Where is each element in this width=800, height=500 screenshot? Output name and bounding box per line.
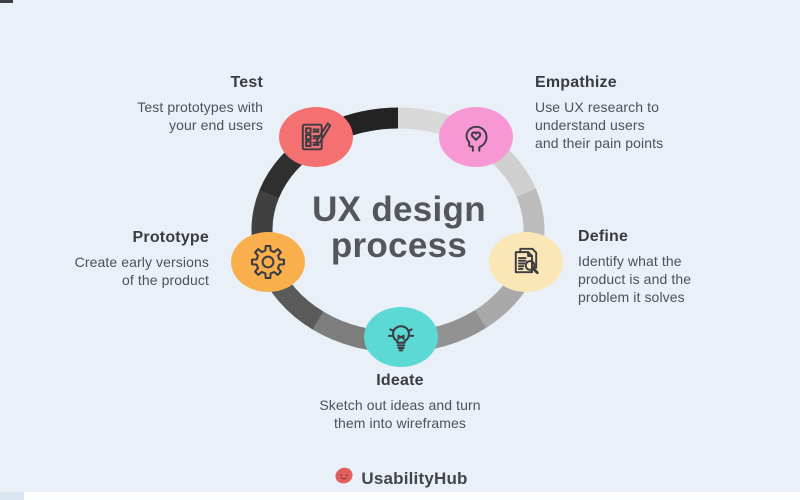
stage-circle-test	[279, 107, 353, 167]
stage-description-line: problem it solves	[578, 289, 685, 305]
stage-text-ideate: Ideate Sketch out ideas and turn them in…	[270, 372, 530, 432]
gear-icon	[249, 243, 287, 281]
stage-description-line: Create early versions	[74, 254, 209, 270]
stage-description-line: and their pain points	[535, 135, 664, 151]
stage-description-line: product is and the	[578, 271, 692, 287]
stage-text-define: Define Identify what the product is and …	[578, 228, 778, 306]
stage-circle-empathize	[439, 107, 513, 167]
usabilityhub-blob-icon	[332, 466, 355, 492]
stage-description-line: of the product	[121, 272, 209, 288]
stage-text-prototype: Prototype Create early versions of the p…	[9, 229, 209, 289]
checklist-pencil-icon	[298, 119, 334, 155]
stage-label-prototype: Prototype	[132, 229, 209, 246]
logo-text: UsabilityHub	[361, 469, 468, 488]
stage-text-test: Test Test prototypes with your end users	[63, 74, 263, 134]
stage-label-test: Test	[230, 74, 263, 91]
page-title-line-1: UX design	[312, 190, 486, 229]
stage-description-line: your end users	[168, 117, 263, 133]
screenshot-bottom-edge	[0, 492, 800, 500]
stage-description-line: Sketch out ideas and turn	[319, 397, 481, 413]
stage-description-line: them into wireframes	[334, 415, 466, 431]
page-title-line-2: process	[330, 226, 468, 265]
stage-description-line: understand users	[535, 117, 645, 133]
usabilityhub-logo: UsabilityHub	[332, 466, 467, 492]
stage-label-define: Define	[578, 228, 629, 245]
stage-description-line: Use UX research to	[535, 99, 659, 115]
stage-circle-define	[489, 232, 563, 292]
page-title: UX design process	[312, 192, 486, 264]
lightbulb-icon	[382, 318, 420, 356]
stage-circle-prototype	[231, 232, 305, 292]
stage-text-empathize: Empathize Use UX research to understand …	[535, 74, 735, 152]
screenshot-corner-artifact	[0, 0, 13, 3]
stage-label-empathize: Empathize	[535, 74, 617, 91]
stage-circle-ideate	[364, 307, 438, 367]
docs-magnifier-icon	[508, 244, 544, 280]
stage-label-ideate: Ideate	[376, 372, 424, 389]
screenshot-bottom-corner	[0, 492, 24, 500]
stage-description-line: Identify what the	[578, 253, 682, 269]
head-heart-icon	[458, 119, 494, 155]
stage-description-line: Test prototypes with	[137, 99, 263, 115]
